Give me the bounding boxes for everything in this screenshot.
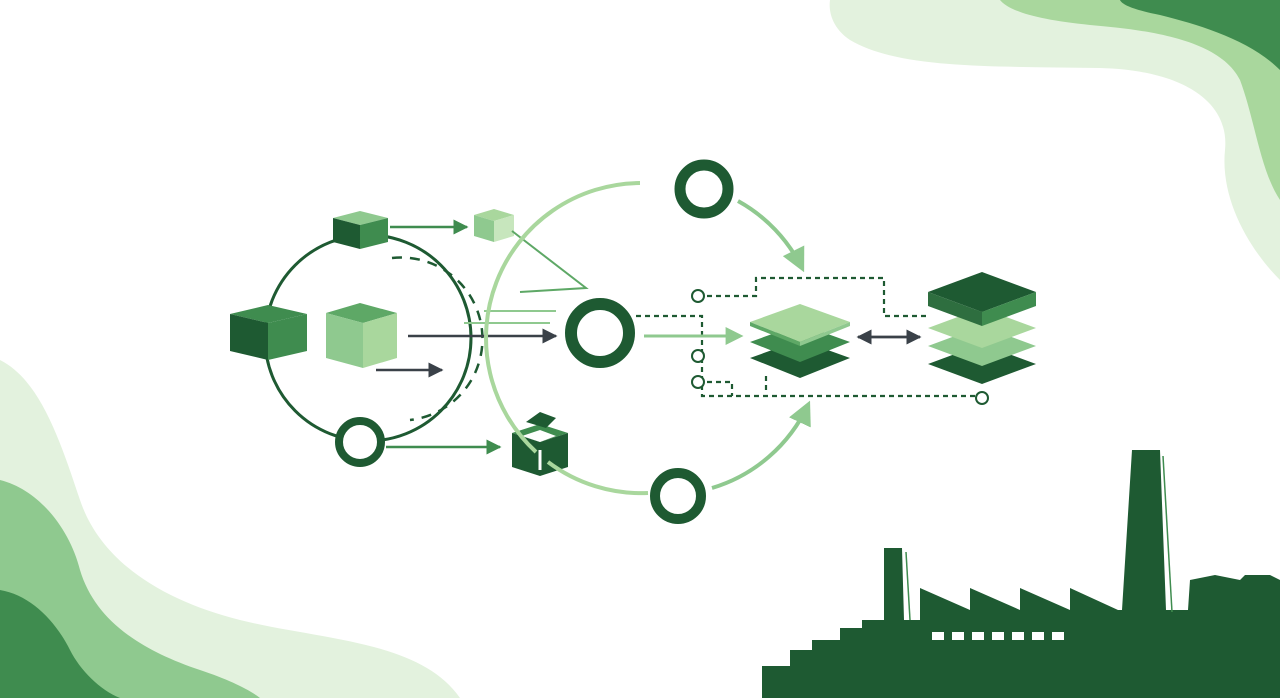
decorative-blob-bottom-left bbox=[0, 360, 460, 698]
main-cycle bbox=[484, 159, 811, 524]
connector-dot bbox=[691, 349, 705, 363]
light-cube-icon bbox=[326, 303, 397, 368]
ring-node-icon bbox=[650, 468, 706, 524]
small-dark-cube-icon bbox=[333, 211, 388, 249]
cycle-arc-top-right bbox=[737, 199, 805, 273]
dark-layer-stack-icon bbox=[928, 272, 1036, 384]
decorative-blob-top-right bbox=[829, 0, 1280, 280]
factory-silhouette-icon bbox=[762, 450, 1280, 698]
ring-node-icon bbox=[674, 159, 734, 219]
cycle-arc-bottom bbox=[546, 460, 649, 496]
cycle-arc-bottom-right bbox=[711, 400, 811, 490]
light-layer-stack-icon bbox=[750, 304, 850, 378]
inner-dashed-arc bbox=[391, 256, 484, 422]
ring-node-icon bbox=[335, 417, 385, 467]
ring-node-icon bbox=[565, 298, 635, 368]
small-light-cube-icon bbox=[474, 209, 514, 242]
connector-dot bbox=[691, 375, 705, 389]
open-box-icon bbox=[512, 412, 568, 476]
connector-dot bbox=[691, 289, 705, 303]
source-loop bbox=[230, 211, 484, 467]
data-connectors bbox=[636, 276, 989, 405]
cycle-arc-left bbox=[484, 181, 641, 454]
connector-dot bbox=[975, 391, 989, 405]
large-cube-icon bbox=[230, 305, 307, 360]
triangle-connector bbox=[511, 230, 589, 293]
